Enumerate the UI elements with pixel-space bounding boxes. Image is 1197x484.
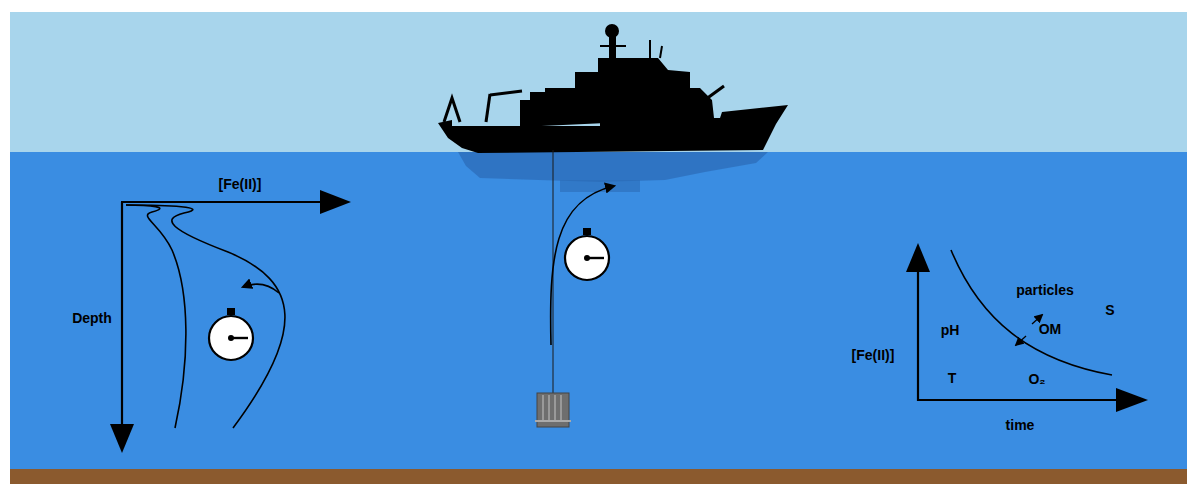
a-frame <box>444 98 460 122</box>
axis-label: Depth <box>72 311 112 325</box>
stopwatch <box>209 308 253 360</box>
sampling-bottle <box>554 395 556 422</box>
factor-label: pH <box>941 323 960 337</box>
ship-crane <box>486 94 490 122</box>
depth-profile-plot <box>110 190 351 453</box>
axis-label: time <box>1006 418 1035 432</box>
factor-label: S <box>1105 303 1114 317</box>
research-ship <box>438 24 788 153</box>
axis-arrowhead <box>906 243 930 272</box>
sampling-bottle <box>560 395 562 422</box>
sea-water <box>10 152 1187 470</box>
ship-crane <box>700 96 702 118</box>
axis-label: [Fe(II)] <box>219 177 262 191</box>
stopwatch-button <box>227 308 235 315</box>
ship-superstructure <box>520 58 714 127</box>
ascent-arrow <box>551 186 614 345</box>
sea-floor <box>10 469 1187 484</box>
factor-label: OM <box>1039 322 1062 336</box>
stopwatch <box>565 228 609 280</box>
mast-yard <box>600 45 626 47</box>
stopwatch-face <box>565 236 609 280</box>
concentration-axis <box>121 201 324 203</box>
stopwatch-pivot <box>584 255 590 261</box>
axis-arrowhead <box>110 424 134 453</box>
time-axis <box>917 399 1120 401</box>
ship-crane <box>490 91 522 95</box>
kinetics-plot <box>906 243 1148 412</box>
stopwatch-face <box>209 316 253 360</box>
decay-curve <box>951 250 1112 375</box>
sampling-bottle <box>548 395 550 422</box>
time-arrow <box>243 284 279 293</box>
factor-label: T <box>948 371 957 385</box>
factor-label: particles <box>1016 283 1074 297</box>
axis-label: [Fe(II)] <box>852 348 895 362</box>
profile-curve <box>126 205 186 428</box>
radar-dome <box>605 24 619 38</box>
antenna <box>660 46 662 58</box>
ship-crane <box>702 86 724 102</box>
factor-label: O₂ <box>1028 372 1045 386</box>
rosette-ring <box>535 420 571 422</box>
ship-deckhouse <box>530 92 560 102</box>
antenna <box>649 40 651 58</box>
sampling-bottle <box>542 395 544 422</box>
stopwatch-button <box>583 228 591 235</box>
ctd-rosette <box>535 393 571 427</box>
axis-arrowhead <box>320 190 351 214</box>
ship-reflection <box>458 152 768 182</box>
axis-arrowhead <box>1116 388 1148 412</box>
exchange-arrow <box>1016 336 1026 345</box>
depth-axis <box>121 202 123 428</box>
profile-curve <box>126 205 285 428</box>
sky <box>10 12 1187 153</box>
concentration-axis <box>917 268 919 401</box>
stopwatch-pivot <box>228 335 234 341</box>
